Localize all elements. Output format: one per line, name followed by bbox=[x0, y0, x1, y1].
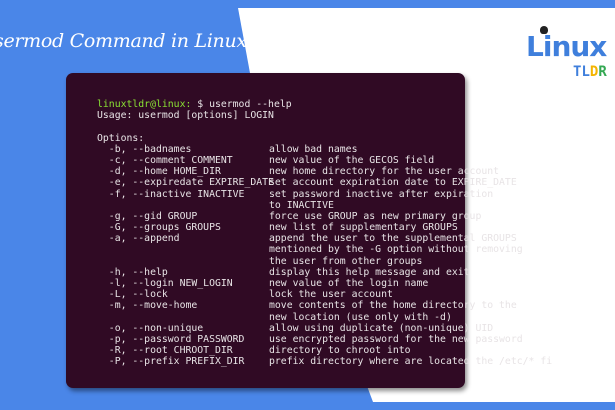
option-row: -c, --comment COMMENT new value of the GE… bbox=[97, 155, 552, 166]
option-flag: -b, --badnames bbox=[97, 143, 192, 155]
linuxtldr-logo: Linux TLDR bbox=[520, 26, 615, 86]
option-flag: -G, --groups GROUPS bbox=[97, 222, 221, 234]
option-row: -p, --password PASSWORD use encrypted pas… bbox=[97, 334, 552, 345]
option-row: to INACTIVE bbox=[97, 200, 552, 211]
logo-tldr-text: TLDR bbox=[573, 64, 607, 80]
option-flag: -p, --password PASSWORD bbox=[97, 333, 245, 345]
usage-line: Usage: usermod [options] LOGIN bbox=[97, 110, 274, 122]
option-flag: -a, --append bbox=[97, 233, 180, 245]
option-flag: -P, --prefix PREFIX_DIR bbox=[97, 356, 245, 368]
option-flag: -g, --gid GROUP bbox=[97, 210, 198, 222]
option-row: -R, --root CHROOT_DIR directory to chroot… bbox=[97, 345, 552, 356]
option-description: display this help message and exit bbox=[269, 266, 470, 278]
banner-title: sermod Command in Linux bbox=[0, 30, 247, 52]
option-description: use encrypted password for the new passw… bbox=[269, 333, 523, 345]
option-row: -d, --home HOME_DIR new home directory fo… bbox=[97, 166, 552, 177]
command: $ usermod --help bbox=[191, 99, 292, 110]
option-row: the user from other groups bbox=[97, 256, 552, 267]
option-row: -g, --gid GROUP force use GROUP as new pr… bbox=[97, 211, 552, 222]
option-flag: -d, --home HOME_DIR bbox=[97, 166, 221, 178]
option-description: new value of the GECOS field bbox=[269, 154, 435, 166]
option-description: directory to chroot into bbox=[269, 345, 411, 357]
option-row: -L, --lock lock the user account bbox=[97, 289, 552, 300]
option-description: new value of the login name bbox=[269, 278, 429, 289]
option-description: new home directory for the user account bbox=[269, 166, 500, 178]
option-flag: -f, --inactive INACTIVE bbox=[97, 188, 245, 200]
option-row: new location (use only with -d) bbox=[97, 312, 552, 323]
option-flag: -e, --expiredate EXPIRE_DATE bbox=[97, 177, 274, 189]
option-description: set password inactive after expiration bbox=[269, 188, 494, 200]
option-flag: -l, --login NEW_LOGIN bbox=[97, 278, 233, 289]
command-line: linuxtldr@linux: $ usermod --help bbox=[97, 99, 552, 110]
option-flag: -c, --comment COMMENT bbox=[97, 154, 233, 166]
option-row: -G, --groups GROUPS new list of supplemen… bbox=[97, 222, 552, 233]
prompt: linuxtldr@linux: bbox=[97, 99, 192, 110]
option-row: mentioned by the -G option without remov… bbox=[97, 244, 552, 255]
option-flag: -R, --root CHROOT_DIR bbox=[97, 345, 233, 357]
option-flag: -o, --non-unique bbox=[97, 322, 204, 334]
option-row: -h, --help display this help message and … bbox=[97, 267, 552, 278]
option-description: append the user to the supplemental GROU… bbox=[269, 233, 517, 245]
option-description: the user from other groups bbox=[269, 255, 423, 267]
option-flag: -L, --lock bbox=[97, 289, 168, 301]
option-row: -f, --inactive INACTIVE set password inac… bbox=[97, 189, 552, 200]
option-row: -m, --move-home move contents of the home… bbox=[97, 300, 552, 311]
logo-linux-text: Linux bbox=[526, 30, 607, 63]
option-row: -l, --login NEW_LOGIN new value of the lo… bbox=[97, 278, 552, 289]
option-description: new location (use only with -d) bbox=[269, 311, 452, 323]
option-flag: -m, --move-home bbox=[97, 300, 198, 312]
option-row: -b, --badnames allow bad names bbox=[97, 144, 552, 155]
option-description: set account expiration date to EXPIRE_DA… bbox=[269, 177, 517, 189]
option-description: new list of supplementary GROUPS bbox=[269, 222, 458, 234]
option-description: force use GROUP as new primary group bbox=[269, 210, 482, 222]
blank-line bbox=[97, 121, 552, 132]
option-description: mentioned by the -G option without remov… bbox=[269, 244, 523, 256]
option-description: prefix directory where are located the /… bbox=[269, 356, 553, 368]
option-description: move contents of the home directory to t… bbox=[269, 300, 517, 312]
option-description: to INACTIVE bbox=[269, 199, 334, 211]
option-row: -o, --non-unique allow using duplicate (n… bbox=[97, 323, 552, 334]
option-flag: -h, --help bbox=[97, 266, 168, 278]
penguin-icon bbox=[540, 26, 548, 34]
options-header: Options: bbox=[97, 132, 145, 144]
option-row: -P, --prefix PREFIX_DIR prefix directory … bbox=[97, 356, 552, 367]
option-row: -e, --expiredate EXPIRE_DATEset account … bbox=[97, 177, 552, 188]
option-description: allow using duplicate (non-unique) UID bbox=[269, 322, 494, 334]
option-row: -a, --append append the user to the suppl… bbox=[97, 233, 552, 244]
option-description: allow bad names bbox=[269, 143, 358, 155]
option-description: lock the user account bbox=[269, 289, 393, 301]
